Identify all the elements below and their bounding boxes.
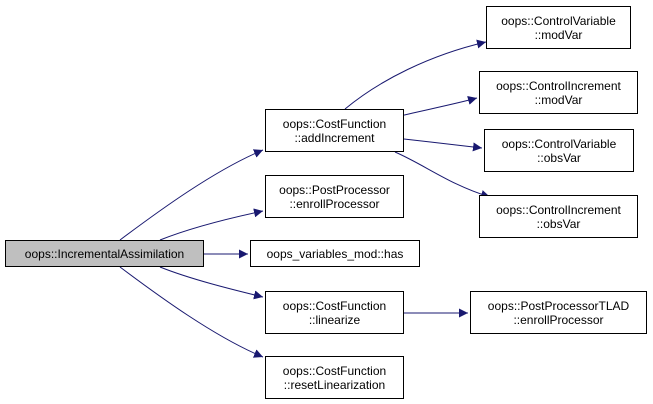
node-label-line2: ::obsVar [537,150,581,165]
edge-addIncrement-ciModVar [399,96,478,117]
node-label-line2: ::enrollProcessor [513,312,604,327]
node-label-line2: ::modVar [534,92,583,107]
node-variables-mod-has[interactable]: oops_variables_mod::has [250,240,420,267]
node-label-line1: oops::CostFunction [282,298,387,313]
node-label-line2: ::enrollProcessor [289,196,380,211]
node-label-line1: oops::ControlVariable [501,136,617,151]
node-label-line1: oops::ControlIncrement [496,78,621,93]
node-label-line2: ::linearize [308,312,361,327]
node-label-line2: ::modVar [534,27,583,42]
node-costfunction-linearize[interactable]: oops::CostFunction ::linearize [265,291,404,334]
node-label-line2: ::obsVar [536,216,581,231]
edge-addIncrement-cvObsVar [403,138,483,152]
node-label-line2: ::addIncrement [294,130,375,145]
node-controlvariable-modvar[interactable]: oops::ControlVariable ::modVar [486,6,631,49]
node-label-line2: ::resetLinearization [283,377,386,392]
node-label-line1: oops::CostFunction [282,116,387,131]
node-postprocessortlad-enrollprocessor[interactable]: oops::PostProcessorTLAD ::enrollProcesso… [470,291,647,334]
node-label-line1: oops::ControlIncrement [496,202,621,217]
node-controlincrement-obsvar[interactable]: oops::ControlIncrement ::obsVar [479,195,638,238]
node-controlvariable-obsvar[interactable]: oops::ControlVariable ::obsVar [484,129,634,172]
node-controlincrement-modvar[interactable]: oops::ControlIncrement ::modVar [479,71,638,114]
node-label-line1: oops::ControlVariable [501,13,616,28]
edge-root-resetLinearization [119,266,264,358]
edge-addIncrement-ciObsVar [394,151,491,199]
edge-root-enrollProcessor [159,208,264,241]
node-incremental-assimilation[interactable]: oops::IncrementalAssimilation [5,240,204,267]
node-label-line1: oops::PostProcessorTLAD [487,298,630,313]
edge-addIncrement-cvModVar [344,39,487,110]
node-costfunction-resetlinearization[interactable]: oops::CostFunction ::resetLinearization [265,356,404,399]
edge-root-linearize [159,266,264,300]
node-label: oops_variables_mod::has [266,246,404,261]
node-label-line1: oops::CostFunction [282,363,387,378]
node-label: oops::IncrementalAssimilation [24,246,185,261]
edge-root-addIncrement [119,149,264,241]
node-postprocessor-enrollprocessor[interactable]: oops::PostProcessor ::enrollProcessor [265,175,404,218]
node-label-line1: oops::PostProcessor [279,182,390,197]
node-costfunction-addincrement[interactable]: oops::CostFunction ::addIncrement [265,109,404,152]
